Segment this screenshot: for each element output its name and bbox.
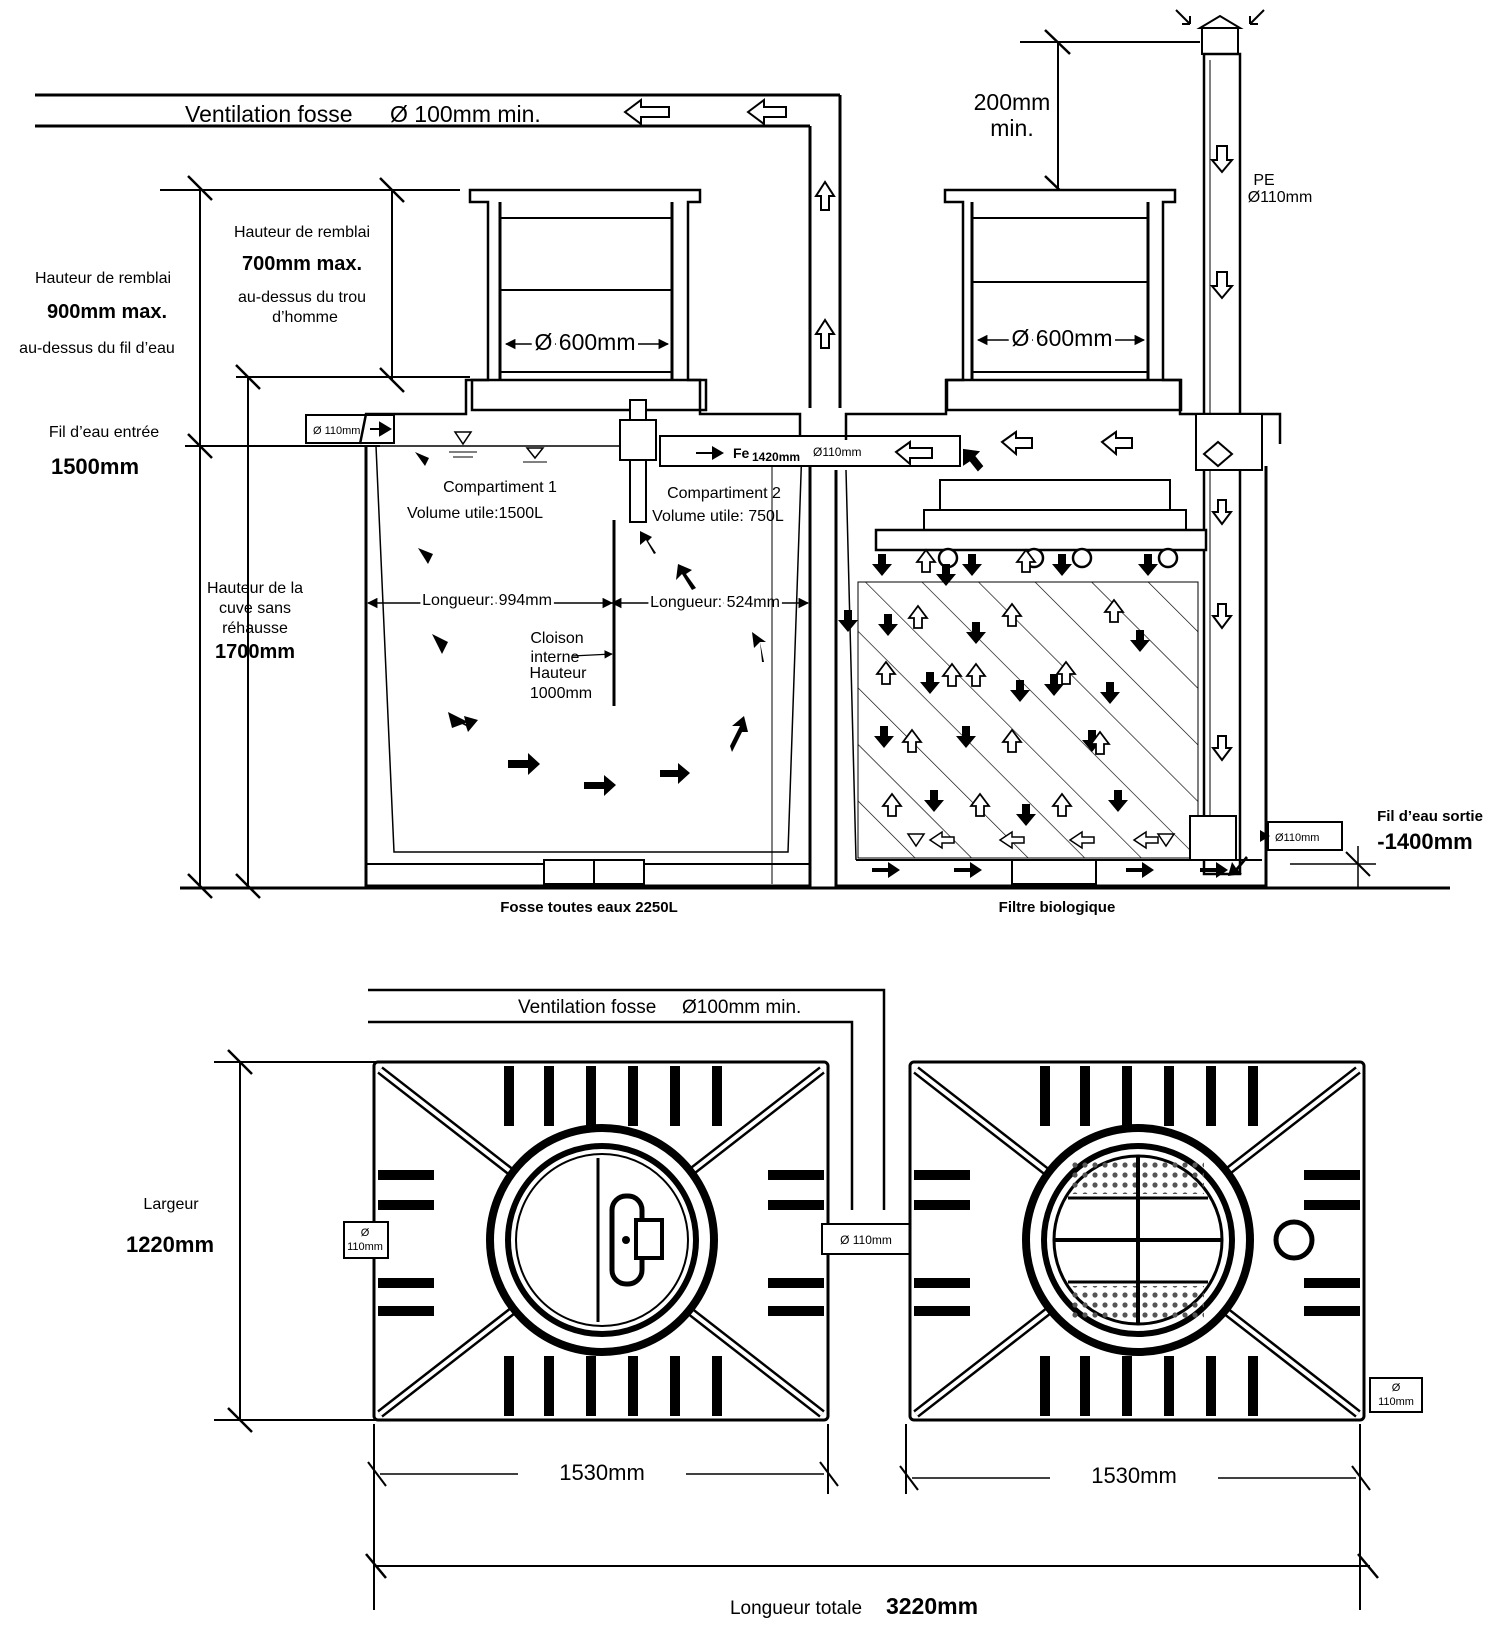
- backfill900-line1: Hauteur de remblai: [35, 270, 171, 287]
- comp1-length: Longueur: 994mm: [422, 592, 552, 609]
- height-200-value: 200mm: [974, 89, 1051, 115]
- total-length-label: Longueur totale: [730, 1598, 862, 1619]
- comp1-volume: Volume utile:1500L: [407, 505, 543, 522]
- flow-arrows-top: [963, 430, 1133, 472]
- plan-vent-outer: [368, 988, 886, 1210]
- plan-vent-inner: [368, 1020, 854, 1210]
- flow-arrows-left: [415, 452, 766, 796]
- flow-arrows-filter-up: [876, 549, 1124, 817]
- caption-filter: Filtre biologique: [999, 899, 1116, 916]
- flow-arrows-bottom: [872, 856, 1248, 878]
- tank-height-line3: réhausse: [222, 620, 288, 637]
- manhole-right-dia: Ø 600mm: [1012, 325, 1113, 351]
- septic-tank: Ø 600mm Compartiment 1 Volume utile:1500…: [358, 188, 961, 916]
- partition-line3: Hauteur: [530, 665, 588, 682]
- pe-dia: Ø110mm: [1248, 189, 1313, 206]
- width-value: 1220mm: [126, 1232, 214, 1257]
- tank-height-line1: Hauteur de la: [207, 580, 303, 597]
- plan-outlet-line1: Ø: [1392, 1382, 1401, 1394]
- backfill900-line2: au-dessus du fil d’eau: [19, 340, 175, 357]
- backfill700-line1: Hauteur de remblai: [234, 224, 370, 241]
- inlet-label: Fil d’eau entrée: [49, 424, 159, 441]
- plan-length-left: 1530mm: [559, 1460, 645, 1485]
- comp2-volume: Volume utile: 750L: [652, 508, 784, 525]
- plan-transfer-pipe-label: Ø 110mm: [840, 1233, 892, 1247]
- outlet-pipe-label: Ø110mm: [1275, 832, 1319, 844]
- tank-height-value: 1700mm: [215, 641, 295, 663]
- manhole-left-dia: Ø 600mm: [535, 329, 636, 355]
- plan-inlet-line1: Ø: [361, 1227, 370, 1239]
- partition-line4: 1000mm: [530, 685, 592, 702]
- backfill700-line3: d’homme: [272, 309, 338, 326]
- plan-length-right: 1530mm: [1091, 1463, 1177, 1488]
- partition-line2: interne: [531, 649, 580, 666]
- plan-view: Ventilation fosse Ø100mm min. Largeur 12…: [126, 988, 1423, 1619]
- caption-septic: Fosse toutes eaux 2250L: [500, 899, 678, 916]
- width-label: Largeur: [143, 1196, 199, 1213]
- backfill700-value: 700mm max.: [242, 253, 362, 275]
- backfill900-value: 900mm max.: [47, 301, 167, 323]
- plan-inlet-pipe: [343, 1221, 389, 1259]
- plan-transfer-pipe: [821, 1223, 913, 1255]
- plan-vent-dia: Ø100mm min.: [682, 997, 801, 1018]
- plan-vent-label: Ventilation fosse: [518, 997, 656, 1018]
- tank-height-line2: cuve sans: [219, 600, 291, 617]
- flow-arrows-filter-down: [838, 554, 1158, 826]
- inlet-value: 1500mm: [51, 454, 139, 479]
- outlet-value: -1400mm: [1377, 829, 1472, 854]
- plan-outlet-line2: 110mm: [1378, 1396, 1414, 1408]
- inlet-pipe-label: Ø 110mm: [313, 425, 360, 437]
- comp2-title: Compartiment 2: [667, 485, 781, 502]
- pe-label: PE: [1253, 172, 1274, 189]
- comp2-length: Longueur: 524mm: [650, 594, 780, 611]
- total-length-value: 3220mm: [886, 1593, 978, 1619]
- vent-label: Ventilation fosse: [185, 101, 353, 127]
- partition-line1: Cloison: [530, 630, 583, 647]
- height-200-min: min.: [990, 115, 1033, 141]
- fe-label: Fe: [733, 445, 750, 461]
- comp1-title: Compartiment 1: [443, 479, 557, 496]
- plan-outlet-pipe: [1369, 1377, 1423, 1413]
- fe-value: 1420mm: [752, 450, 800, 464]
- outlet-label: Fil d’eau sortie: [1377, 808, 1483, 825]
- vent-arrows: [623, 98, 836, 349]
- plan-filter-tank: [908, 1060, 1366, 1422]
- section-view: Ventilation fosse Ø 100mm min. 200mm min…: [19, 9, 1483, 916]
- bio-filter-tank: Ø 600mm: [834, 188, 1483, 916]
- backfill700-line2: au-dessus du trou: [238, 289, 366, 306]
- pe-flow-arrows: [1209, 145, 1235, 762]
- vent-dia: Ø 100mm min.: [390, 101, 541, 127]
- vent-cap: [1175, 9, 1265, 55]
- plan-septic-tank: [372, 1060, 830, 1422]
- plan-inlet-line2: 110mm: [347, 1241, 383, 1253]
- transfer-pipe-dia: Ø110mm: [813, 445, 861, 459]
- distribution-holes: [937, 547, 1179, 569]
